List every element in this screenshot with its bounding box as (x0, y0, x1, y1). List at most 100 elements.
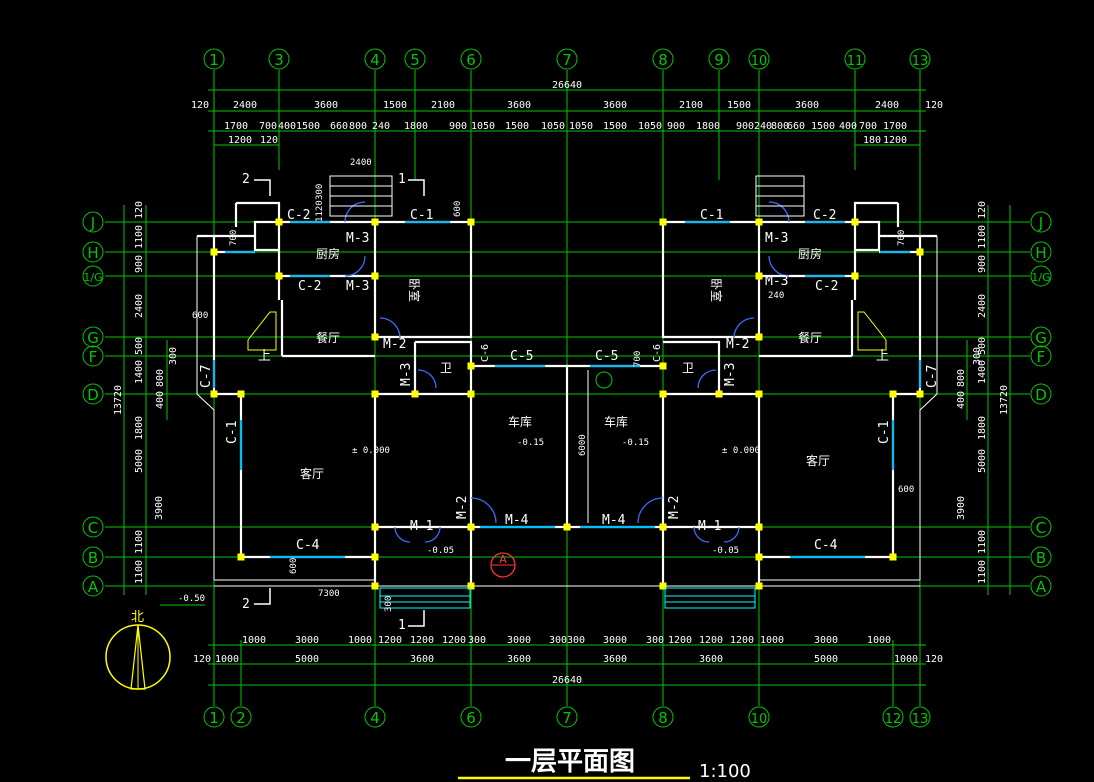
svg-text:C: C (88, 519, 98, 537)
label-m1-b: M-1 (698, 519, 721, 534)
dim-step-300: 300 (384, 596, 394, 612)
top-dim-row1-item: 120 (925, 100, 943, 111)
room-dining-left: 餐厅 (316, 330, 340, 345)
room-kitchen-right: 厨房 (798, 246, 822, 261)
top-dim-row1-item: 2100 (679, 100, 703, 111)
right-dim-item: 300 (972, 347, 983, 365)
svg-text:5: 5 (410, 51, 420, 69)
label-c4-b: C-4 (814, 538, 838, 553)
detail-marker-text: A (499, 553, 507, 566)
svg-text:1/G: 1/G (1031, 271, 1050, 284)
label-m3-a: M-3 (346, 231, 369, 246)
top-dim-row2-item: 240 (754, 121, 772, 132)
right-dim-item: 1800 (977, 416, 988, 440)
top-dim-row1-item: 3600 (507, 100, 531, 111)
column-mark (467, 218, 475, 226)
top-dim-row2-item: 1500 (811, 121, 835, 132)
top-dim-row1-item: 3600 (314, 100, 338, 111)
axis-bubble-top-11: 11 (844, 48, 866, 70)
room-garage-right: 车库 (604, 414, 628, 429)
top-dim-row2-item: 900 (449, 121, 467, 132)
svg-text:13: 13 (912, 712, 929, 727)
drawing-title: 一层平面图 (505, 747, 635, 777)
label-m2-d: M-2 (667, 496, 682, 519)
svg-text:3: 3 (274, 51, 284, 69)
elev-0-right: ± 0.000 (722, 446, 760, 456)
bottom-dim-row2-item: 120 (925, 654, 943, 665)
axis-bubble-bottom-1: 1 (203, 706, 225, 728)
left-dim-item: 2400 (134, 294, 145, 318)
label-c1-a: C-1 (410, 208, 433, 223)
room-labels: 厨房 厨房 卧室 卧室 餐厅 餐厅 卫 卫 车库 车库 客厅 客厅 (300, 246, 830, 481)
elev-015-right: -0.15 (622, 438, 649, 448)
top-dim-row2-item: 660 (330, 121, 348, 132)
top-dim-row2-item: 900 (667, 121, 685, 132)
svg-text:12: 12 (885, 712, 902, 727)
axis-bubble-right-F: F (1030, 345, 1052, 367)
bottom-dim-row1-item: 3000 (814, 635, 838, 646)
north-arrow: 北 (105, 610, 171, 690)
axis-bubble-bottom-7: 7 (556, 706, 578, 728)
right-dim-item: 2400 (977, 294, 988, 318)
svg-text:D: D (87, 386, 99, 404)
room-wc-right: 卫 (682, 361, 694, 375)
left-dim-item: 300 (168, 347, 179, 365)
axis-bubble-bottom-12: 12 (882, 706, 904, 728)
top-dim-row1-item: 2100 (431, 100, 455, 111)
left-dim-item: 13720 (113, 385, 124, 415)
svg-text:10: 10 (751, 54, 768, 69)
stair-width-dim: 2400 (350, 158, 372, 168)
axis-bubble-top-13: 13 (909, 48, 931, 70)
column-mark (755, 218, 763, 226)
right-axis-bubbles: J H 1/G G F D C B A (1030, 211, 1052, 597)
left-dim-item: 1800 (134, 416, 145, 440)
top-dim-row2-item: 1700 (224, 121, 248, 132)
label-c1-b: C-1 (700, 208, 723, 223)
top-dim-row2-item: 1050 (471, 121, 495, 132)
right-dim-item: 5000 (977, 449, 988, 473)
top-dim-row1-item: 1500 (727, 100, 751, 111)
column-mark (411, 390, 419, 398)
column-mark (467, 523, 475, 531)
top-dim-row2-item: 1800 (696, 121, 720, 132)
bottom-dim-row1-item: 1200 (410, 635, 434, 646)
axis-bubble-right-B: B (1030, 546, 1052, 568)
column-mark (755, 390, 763, 398)
axis-bubble-bottom-6: 6 (460, 706, 482, 728)
bottom-dim-row1-item: 1200 (668, 635, 692, 646)
annotations: ± 0.000 ± 0.000 -0.15 -0.15 -0.05 -0.05 … (160, 158, 914, 633)
svg-text:1: 1 (209, 709, 219, 727)
column-mark (371, 333, 379, 341)
svg-text:4: 4 (370, 709, 380, 727)
top-dim-120-left: 120 (260, 135, 278, 146)
svg-text:D: D (1035, 386, 1047, 404)
top-dim-row2-item: 1500 (505, 121, 529, 132)
label-c5-a: C-5 (510, 349, 533, 364)
section-2-bottom: 2 (242, 597, 250, 612)
bottom-overall-dim: 26640 (552, 675, 582, 686)
column-mark (659, 218, 667, 226)
dim-600-a: 600 (289, 558, 299, 574)
svg-text:G: G (87, 329, 99, 347)
column-mark (237, 390, 245, 398)
top-dim-row2-item: 1050 (569, 121, 593, 132)
top-dim-row2-item: 700 (859, 121, 877, 132)
left-dim-item: 500 (134, 337, 145, 355)
label-m3-e: M-3 (399, 363, 414, 386)
column-mark (237, 553, 245, 561)
axis-bubble-left-A: A (82, 575, 104, 597)
svg-text:6: 6 (466, 709, 476, 727)
axis-bubble-left-C: C (82, 516, 104, 538)
svg-text:A: A (88, 578, 99, 596)
axis-bubble-top-8: 8 (652, 48, 674, 70)
column-mark (889, 553, 897, 561)
elev-0-left: ± 0.000 (352, 446, 390, 456)
column-mark (715, 390, 723, 398)
svg-text:B: B (88, 549, 98, 567)
bottom-dim-row1-item: 300 (646, 635, 664, 646)
room-bedroom-right: 卧室 (709, 278, 724, 302)
dim-600-b: 600 (192, 311, 208, 321)
label-c1-c: C-1 (225, 421, 240, 444)
